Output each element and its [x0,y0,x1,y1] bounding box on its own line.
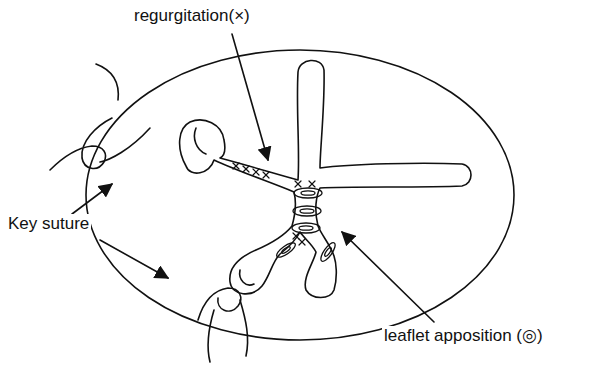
leader-arrow [72,184,112,214]
leader-arrow [342,232,434,322]
regurgitation-mark [293,233,299,239]
regurgitation-mark [263,172,269,178]
leader-arrow [100,240,168,278]
regurgitation-mark [309,181,315,187]
apposition-label: leaflet apposition (◎) [382,326,545,346]
regurgitation-label: regurgitation(×) [132,6,252,26]
regurgitation-mark [295,181,301,187]
key-suture [100,128,150,162]
key-suture [50,118,112,170]
cusp-edge [194,128,206,154]
leader-arrow [232,34,268,160]
key-suture [96,64,118,100]
coaptation-lines [180,60,471,297]
key-suture [240,300,248,356]
annulus-outline [86,50,514,340]
regurgitation-mark [253,169,259,175]
key-suture [198,288,241,320]
cusp-edge [240,270,254,285]
regurgitation-mark [299,239,305,245]
regurgitation-mark [243,166,249,172]
key-suture-label: Key suture [6,214,91,234]
apposition-marks [275,188,338,263]
regurgitation-marks [233,163,315,245]
key-suture [208,310,214,362]
regurgitation-mark [233,163,239,169]
